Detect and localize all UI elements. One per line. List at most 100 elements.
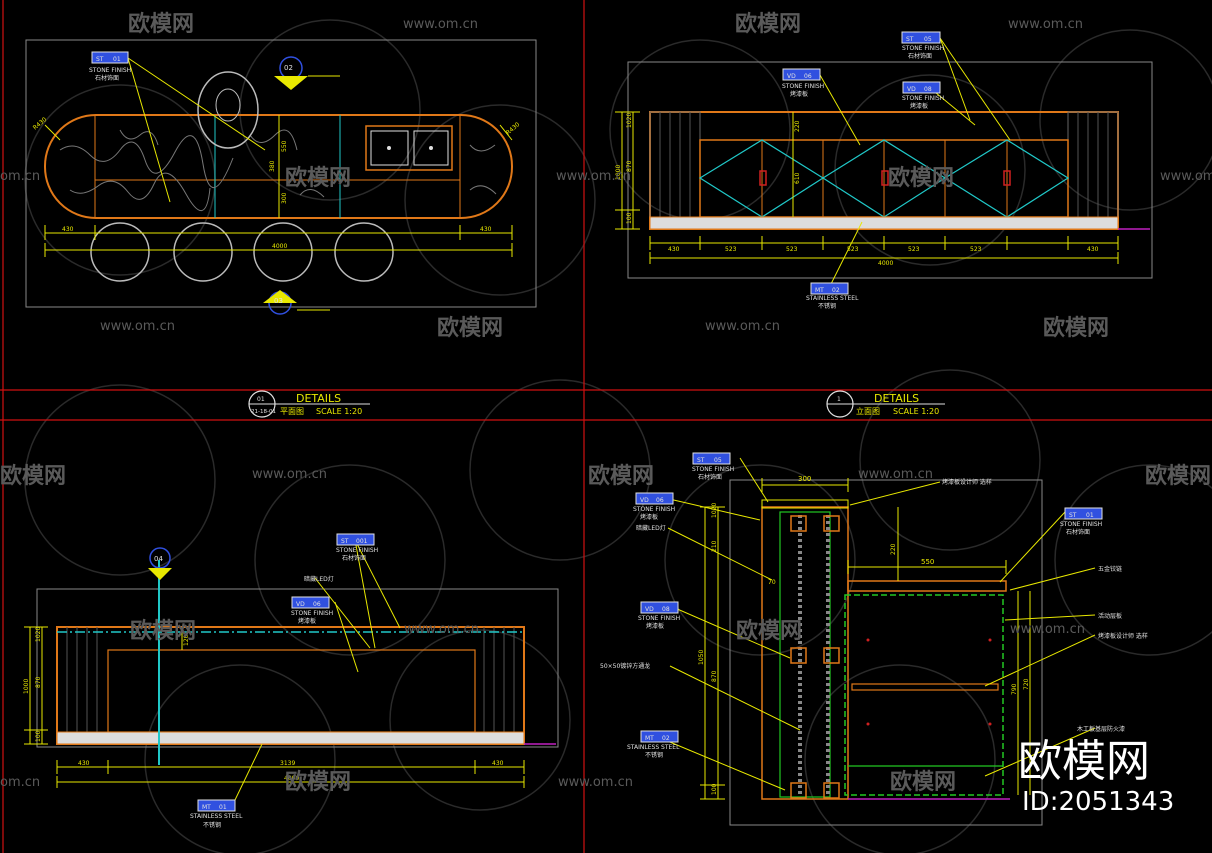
tag-en: STONE FINISH <box>89 67 131 74</box>
dim-label: 300 <box>281 192 288 204</box>
dim-label: 523 <box>847 246 859 253</box>
title-scale: SCALE 1:20 <box>893 407 939 416</box>
watermark-url: www.om.cn <box>705 319 780 334</box>
watermark-brand: 欧模网 <box>735 11 801 37</box>
title-num: 01 <box>257 396 265 403</box>
watermark-arcs <box>24 19 1212 853</box>
tag-num: 06 <box>804 73 812 80</box>
title-sheet: 21-18-01 <box>251 409 276 415</box>
tag-cn: 烤漆板设计师 选样 <box>1098 632 1148 640</box>
dim-label: 430 <box>1087 246 1099 253</box>
watermark-url: om.cn <box>0 169 40 184</box>
tag-cn: 不锈钢 <box>818 302 836 310</box>
tag-num: 01 <box>219 804 227 811</box>
tag-cn: 石材饰面 <box>698 473 722 481</box>
tag-cn: 木工板基层防火漆 <box>1077 725 1125 733</box>
title-sub: 平面图 <box>280 407 304 416</box>
watermark-url: www.om.cn <box>556 169 631 184</box>
tag-en: STONE FINISH <box>638 615 680 622</box>
tag-num: 02 <box>832 287 840 294</box>
dim-label: 70 <box>768 579 776 586</box>
section-mark-num: 02 <box>284 64 293 72</box>
tag-code: ST <box>96 56 104 63</box>
dim-label: 100 <box>626 212 633 224</box>
tag-en: STONE FINISH <box>633 506 675 513</box>
dim-label: 3139 <box>280 760 295 767</box>
id-text: ID:2051343 <box>1022 787 1174 817</box>
tag-en: STONE FINISH <box>902 45 944 52</box>
watermark-brand: 欧模网 <box>1043 315 1109 341</box>
tag-cn: 五金铰链 <box>1098 565 1122 573</box>
tag-code: ST <box>341 538 349 545</box>
tag-en: STONE FINISH <box>902 95 944 102</box>
tag-code: VD <box>645 606 654 613</box>
dim-label: 430 <box>62 226 74 233</box>
tag-en: STAINLESS STEEL <box>627 744 680 751</box>
watermark-url: www.om.cn <box>1008 17 1083 32</box>
tag-cn: 活动层板 <box>1098 612 1122 620</box>
title-sub: 立面图 <box>856 406 880 416</box>
dim-label: 550 <box>281 140 288 152</box>
tag-code: ST <box>1069 512 1077 519</box>
tag-code: MT <box>202 804 211 811</box>
tag-en: STONE FINISH <box>692 466 734 473</box>
tag-cn: 石材饰面 <box>342 554 366 562</box>
title-num: 1 <box>837 396 841 403</box>
dim-label: 720 <box>1023 678 1030 690</box>
tag-num: 06 <box>656 497 664 504</box>
tag-cn: 不锈钢 <box>203 821 221 829</box>
watermark-brand: 欧模网 <box>437 315 503 341</box>
tag-code: MT <box>645 735 654 742</box>
tag-en: STONE FINISH <box>336 547 378 554</box>
dim-label: 4000 <box>878 260 893 267</box>
big-brand: 欧模网 <box>1018 736 1150 787</box>
watermark-url: www.om.cn <box>403 17 478 32</box>
tag-en: STAINLESS STEEL <box>190 813 243 820</box>
dim-label: 4000 <box>272 243 287 250</box>
dim-label: 430 <box>492 760 504 767</box>
tag-num: 08 <box>662 606 670 613</box>
dim-label: 523 <box>908 246 920 253</box>
dim-label: 870 <box>711 670 718 682</box>
tag-cn: 烤漆板 <box>298 617 316 625</box>
tag-cn: 石材饰面 <box>908 52 932 60</box>
tag-num: 01 <box>1086 512 1094 519</box>
section-mark-num: 04 <box>154 555 163 563</box>
tag-code: VD <box>907 86 916 93</box>
dim-label: 220 <box>794 120 801 132</box>
watermark-brand: 欧模网 <box>128 11 194 37</box>
plan-view <box>25 39 537 308</box>
tag-en: STONE FINISH <box>1060 521 1102 528</box>
title-name: DETAILS <box>296 392 341 405</box>
dim-label: 870 <box>626 160 633 172</box>
dim-label: 523 <box>786 246 798 253</box>
watermark-brand: 欧模网 <box>285 769 351 795</box>
tag-code: VD <box>787 73 796 80</box>
dim-label: 380 <box>269 160 276 172</box>
watermark-brand: 欧模网 <box>1145 463 1211 489</box>
watermark-brand: 欧模网 <box>0 463 66 489</box>
title-name: DETAILS <box>874 392 919 405</box>
dim-label: 100 <box>711 783 718 795</box>
dim-label: 790 <box>1011 683 1018 695</box>
dim-label: 430 <box>78 760 90 767</box>
tag-num: 05 <box>924 36 932 43</box>
tag-code: MT <box>815 287 824 294</box>
watermark-brand: 欧模网 <box>736 618 802 644</box>
section-markers <box>148 56 340 580</box>
tag-num: 08 <box>924 86 932 93</box>
dim-label: 1020 <box>35 627 42 642</box>
tag-cn: 烤漆板 <box>640 513 658 521</box>
watermark-brand: 欧模网 <box>285 165 351 191</box>
tag-en: STONE FINISH <box>782 83 824 90</box>
watermark-url: www.om.cn <box>1160 169 1212 184</box>
watermark-url: www.om.cn <box>404 622 479 637</box>
tag-cn: 石材饰面 <box>95 74 119 82</box>
watermark-url: www.om.cn <box>100 319 175 334</box>
watermark-url: www.om.cn <box>858 467 933 482</box>
dim-label: 100 <box>35 730 42 742</box>
watermark-brand: 欧模网 <box>588 463 654 489</box>
tag-code: VD <box>640 497 649 504</box>
